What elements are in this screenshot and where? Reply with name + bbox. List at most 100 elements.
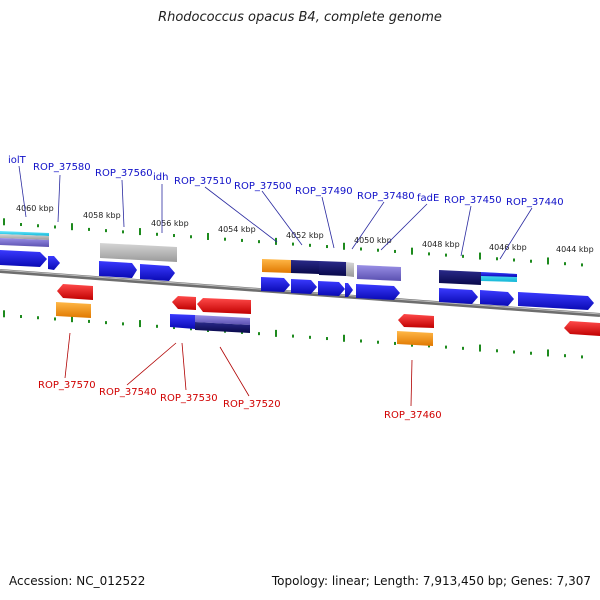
scale-tick-minor — [513, 350, 515, 354]
gene-label-rop-37490[interactable]: ROP_37490 — [295, 186, 353, 197]
scale-tick-minor — [496, 257, 498, 261]
gene-rop-37530-purple[interactable] — [195, 315, 250, 325]
gene-label-rop-37570[interactable]: ROP_37570 — [38, 380, 96, 391]
scale-tick-minor — [326, 337, 328, 341]
gene-iolt-purple[interactable] — [0, 238, 49, 247]
gene-rop-37460-red[interactable] — [398, 314, 434, 328]
gene-arrow[interactable] — [0, 250, 47, 267]
scale-tick-minor — [258, 332, 260, 336]
scale-tick-minor — [105, 229, 107, 233]
gene-label-iolt[interactable]: iolT — [8, 155, 27, 166]
gene-red-edge[interactable] — [564, 321, 600, 336]
scale-tick-minor — [462, 346, 464, 350]
gene-rop-37450-navy[interactable] — [439, 270, 481, 285]
scale-label: 4056 kbp — [151, 219, 189, 228]
scale-tick-minor — [530, 259, 532, 263]
gene-arrow[interactable] — [480, 290, 514, 306]
scale-tick-major — [139, 320, 141, 328]
scale-tick-minor — [37, 224, 39, 228]
gene-arrow[interactable] — [140, 264, 175, 281]
scale-tick-major — [411, 247, 413, 255]
gene-label-rop-37580[interactable]: ROP_37580 — [33, 162, 91, 173]
gene-arrow[interactable] — [48, 256, 60, 270]
scale-tick-major — [71, 315, 73, 323]
scale-tick-minor — [309, 243, 311, 247]
scale-tick-minor — [394, 249, 396, 253]
gene-label-fade[interactable]: fadE — [417, 193, 439, 204]
gene-label-idh[interactable]: idh — [153, 172, 168, 183]
gene-arrow[interactable] — [99, 261, 137, 278]
gene-rop-37540-blue[interactable] — [170, 314, 195, 329]
gene-arrow[interactable] — [261, 277, 290, 292]
scale-tick-minor — [530, 351, 532, 355]
gene-arrow[interactable] — [345, 283, 353, 297]
gene-label-rop-37530[interactable]: ROP_37530 — [160, 393, 218, 404]
gene-label-rop-37460[interactable]: ROP_37460 — [384, 410, 442, 421]
scale-label: 4058 kbp — [83, 211, 121, 220]
reverse-labels: ROP_37570 ROP_37540 ROP_37530 ROP_37520 … — [38, 380, 442, 421]
scale-tick-minor — [105, 321, 107, 325]
scale-tick-minor — [156, 232, 158, 236]
scale-tick-minor — [292, 334, 294, 338]
scale-tick-minor — [122, 322, 124, 326]
gene-arrow[interactable] — [439, 288, 478, 304]
forward-arrows-top — [0, 250, 594, 310]
forward-genes-top — [0, 231, 517, 285]
gene-label-rop-37450[interactable]: ROP_37450 — [444, 195, 502, 206]
gene-rop-37520-red[interactable] — [197, 298, 251, 314]
gene-rop-37510-orange[interactable] — [262, 259, 291, 273]
scale-tick-minor — [20, 315, 22, 319]
gene-rop-37530-navy[interactable] — [195, 322, 250, 333]
scale-tick-minor — [37, 316, 39, 320]
scale-tick-minor — [88, 227, 90, 231]
gene-rop-37570-red[interactable] — [57, 284, 93, 300]
gene-arrow[interactable] — [356, 284, 400, 300]
gene-rop-37460-orange[interactable] — [397, 331, 433, 346]
scale-tick-major — [3, 310, 5, 318]
scale-tick-major — [547, 257, 549, 265]
gene-fade[interactable] — [357, 265, 401, 281]
gene-rop-37560[interactable] — [100, 243, 177, 262]
gene-arrow[interactable] — [518, 292, 594, 310]
scale-tick-minor — [309, 335, 311, 339]
gene-label-rop-37480[interactable]: ROP_37480 — [357, 191, 415, 202]
gene-label-rop-37500[interactable]: ROP_37500 — [234, 181, 292, 192]
scale-tick-major — [207, 232, 209, 240]
genome-title: Rhodococcus opacus B4, complete genome — [158, 10, 442, 25]
gene-label-rop-37510[interactable]: ROP_37510 — [174, 176, 232, 187]
scale-tick-minor — [190, 327, 192, 331]
scale-label: 4052 kbp — [286, 231, 324, 240]
scale-tick-major — [547, 349, 549, 357]
gene-rop-37500[interactable] — [291, 260, 319, 274]
scale-label: 4050 kbp — [354, 236, 392, 245]
scale-tick-minor — [445, 345, 447, 349]
scale-tick-major — [343, 334, 345, 342]
topology-text: Topology: linear; Length: 7,913,450 bp; … — [271, 574, 591, 588]
scale-tick-major — [3, 218, 5, 226]
gene-rop-37490[interactable] — [319, 261, 346, 276]
forward-connectors — [18, 165, 533, 260]
gene-rop-37570-orange[interactable] — [56, 302, 91, 318]
gene-arrow[interactable] — [291, 279, 317, 294]
gene-label-rop-37540[interactable]: ROP_37540 — [99, 387, 157, 398]
forward-labels: iolT ROP_37580 ROP_37560 idh ROP_37510 R… — [8, 155, 564, 208]
accession-text: Accession: NC_012522 — [9, 574, 146, 588]
scale-tick-minor — [377, 248, 379, 252]
scale-label: 4044 kbp — [556, 245, 594, 254]
gene-iolt-cyan[interactable] — [0, 231, 49, 236]
scale-tick-minor — [156, 324, 158, 328]
gene-arrow[interactable] — [318, 281, 345, 296]
gene-label-rop-37440[interactable]: ROP_37440 — [506, 197, 564, 208]
scale-label: 4046 kbp — [489, 243, 527, 252]
scale-tick-minor — [462, 254, 464, 258]
scale-tick-minor — [54, 317, 56, 321]
gene-rop-37450-blue[interactable] — [481, 272, 517, 277]
scale-tick-minor — [190, 235, 192, 239]
gene-label-rop-37560[interactable]: ROP_37560 — [95, 168, 153, 179]
gene-rop-37480-gray[interactable] — [346, 262, 354, 277]
gene-rop-37540-red[interactable] — [172, 296, 196, 310]
scale-tick-minor — [224, 237, 226, 241]
gene-label-rop-37520[interactable]: ROP_37520 — [223, 399, 281, 410]
scale-tick-minor — [173, 234, 175, 238]
